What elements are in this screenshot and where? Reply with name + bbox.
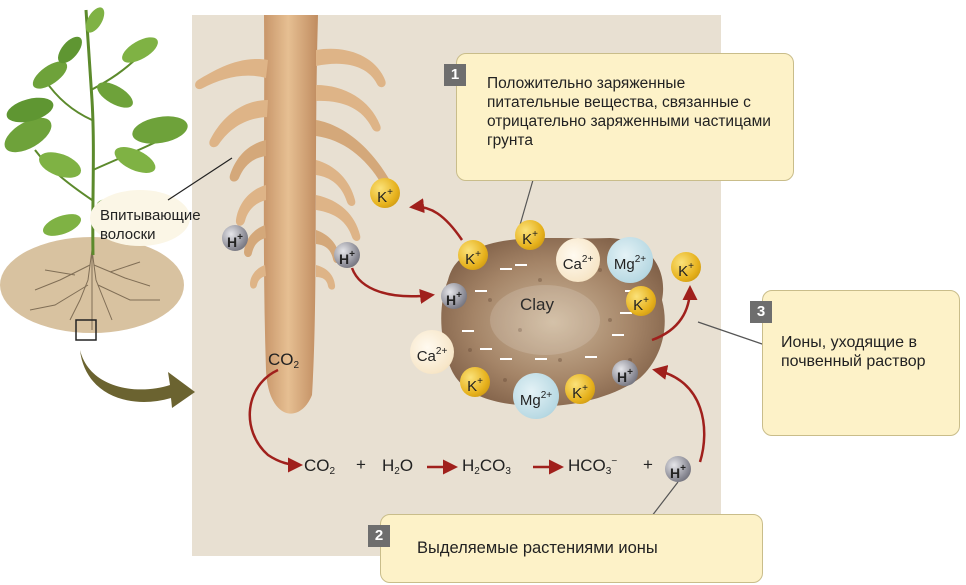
clay-label: Clay [520, 295, 555, 314]
hydrogen-ion: H+ [334, 242, 360, 268]
callout-2-text: Выделяемые растениями ионы [417, 539, 658, 557]
arrow-h-to-clay-2 [652, 365, 706, 463]
co2-at-root: CO2 [268, 350, 300, 371]
minus-sign [500, 358, 512, 360]
equation-plus: + [643, 455, 653, 474]
arrow-k-to-root [409, 198, 464, 241]
root-hairs-label: Впитывающие волоски [100, 207, 201, 243]
hydrogen-ion: H+ [612, 360, 638, 386]
equation-co2: CO2 [304, 456, 336, 477]
potassium-ion: K+ [370, 178, 400, 208]
potassium-ion: K+ [458, 240, 488, 270]
clay-particle [441, 238, 665, 407]
hydrogen-ion: H+ [441, 283, 467, 309]
arrow-co2-down [248, 368, 303, 473]
callout-2-number: 2 [368, 525, 390, 547]
callout-3: Ионы, уходящие в почвенный раствор [762, 290, 960, 436]
minus-sign [515, 264, 527, 266]
root-hair-pointer [167, 157, 233, 201]
hydrogen-ion: H+ [665, 456, 691, 482]
callout-2: Выделяемые растениями ионы [380, 514, 763, 583]
plant-roots [29, 249, 160, 330]
label-highlight [90, 190, 190, 246]
minus-sign [480, 348, 492, 350]
potassium-ion: K+ [565, 374, 595, 404]
equation-plus: + [356, 455, 366, 474]
minus-sign [585, 356, 597, 358]
equation-h2co3: H2CO3 [462, 456, 511, 477]
potassium-ion: K+ [626, 286, 656, 316]
callout3-pointer [697, 321, 766, 346]
minus-sign [612, 334, 624, 336]
minus-sign [462, 330, 474, 332]
calcium-ion: Ca2+ [556, 238, 600, 282]
arrow-k-out [651, 285, 698, 342]
minus-sign [475, 290, 487, 292]
calcium-ion: Ca2+ [410, 330, 454, 374]
callout1-pointer [519, 179, 534, 226]
minus-sign [535, 358, 547, 360]
zoom-arrow [80, 350, 195, 408]
minus-sign [620, 312, 632, 314]
minus-sign [500, 268, 512, 270]
hydrogen-ion: H+ [222, 225, 248, 251]
potassium-ion: K+ [460, 367, 490, 397]
callout-1-number: 1 [444, 64, 466, 86]
callout-1: Положительно заряженные питательные веще… [456, 53, 794, 181]
callout-3-number: 3 [750, 301, 772, 323]
magnesium-ion: Mg2+ [607, 237, 653, 283]
equation-h2o: H2O [382, 456, 414, 477]
arrow-h-to-clay [350, 267, 435, 304]
potassium-ion: K+ [671, 252, 701, 282]
root-illustration [195, 15, 396, 414]
magnify-box [75, 319, 97, 341]
callout-3-text: Ионы, уходящие в почвенный раствор [781, 334, 926, 370]
magnesium-ion: Mg2+ [513, 373, 559, 419]
potassium-ion: K+ [515, 220, 545, 250]
equation-hco3: HCO3− [568, 456, 618, 477]
callout-1-text: Положительно заряженные питательные веще… [487, 75, 771, 149]
